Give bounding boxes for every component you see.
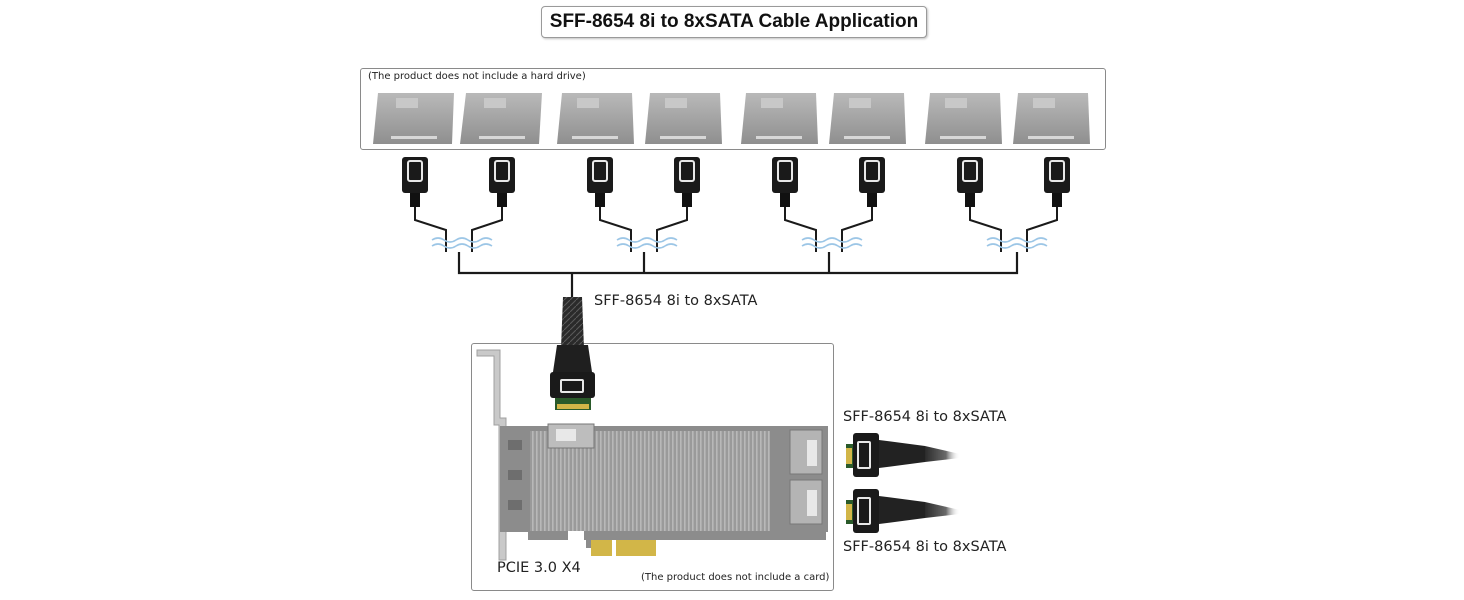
sata-wires	[414, 207, 1058, 252]
sata-connector-1	[402, 157, 428, 207]
hard-drive-3	[557, 93, 634, 144]
hard-drive-8	[1013, 93, 1090, 144]
hard-drive-4	[645, 93, 722, 144]
sata-connector-7	[957, 157, 983, 207]
sata-connector-5	[772, 157, 798, 207]
right-cable-lower	[846, 489, 960, 533]
sata-connector-6	[859, 157, 885, 207]
diagram-title: SFF-8654 8i to 8xSATA Cable Application	[541, 6, 927, 38]
cable-label: SFF-8654 8i to 8xSATA	[594, 293, 758, 309]
sata-connector-4	[674, 157, 700, 207]
hard-drives	[373, 93, 1090, 144]
cable-bracket	[457, 252, 1019, 297]
hard-drive-6	[829, 93, 906, 144]
sata-connector-3	[587, 157, 613, 207]
pcie-card	[500, 423, 828, 556]
pcie-bracket	[476, 349, 507, 561]
hard-drive-7	[925, 93, 1002, 144]
right-cable-upper	[846, 433, 960, 477]
drive-disclaimer: (The product does not include a hard dri…	[368, 71, 586, 82]
hard-drive-2	[460, 93, 542, 144]
sata-connector-2	[489, 157, 515, 207]
sata-connector-8	[1044, 157, 1070, 207]
hard-drive-1	[373, 93, 454, 144]
card-disclaimer: (The product does not include a card)	[641, 572, 830, 583]
sata-connectors	[402, 157, 1070, 207]
pcie-interface-label: PCIE 3.0 X4	[497, 560, 581, 576]
hard-drive-5	[741, 93, 818, 144]
sff8654-cable	[550, 297, 595, 410]
port-label-upper: SFF-8654 8i to 8xSATA	[843, 409, 1007, 425]
port-label-lower: SFF-8654 8i to 8xSATA	[843, 539, 1007, 555]
cable-break-marks	[431, 237, 1048, 249]
